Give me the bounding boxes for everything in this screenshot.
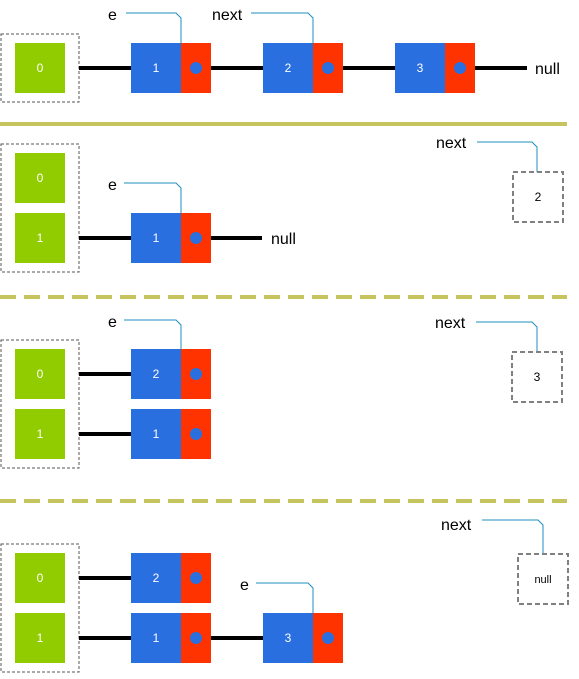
pointer-dot [190,572,202,584]
panel-4: 0 1 2 1 3 e next null [0,517,569,673]
pointer-dot [190,62,202,74]
bucket-cell [15,153,65,203]
node-value-cell [131,213,181,263]
node-value: 1 [153,631,160,645]
e-callout-line [126,12,182,43]
divider-solid [0,122,567,126]
panel-1: 0 1 2 3 null e next [0,7,560,103]
bucket-index: 1 [37,231,44,245]
node-value: 1 [153,231,160,245]
bucket-array-frame [0,339,80,469]
next-callout-line [251,12,314,43]
next-callout-line [482,519,544,554]
bucket-cell [15,553,65,603]
pointer-dot [190,632,202,644]
next-callout-line [477,141,538,172]
next-label: next [436,135,467,152]
node-value: 2 [153,367,160,381]
node-value-cell [263,613,313,663]
bucket-cell [15,409,65,459]
pointer-dot [322,632,334,644]
node-value: 2 [153,571,160,585]
panel-2: 0 1 1 null e next 2 [0,135,564,273]
bucket-index: 0 [37,171,44,185]
bucket-cell [15,213,65,263]
node-value: 1 [153,427,160,441]
node-value-cell [131,613,181,663]
pointer-dot [322,62,334,74]
panel-3: 0 1 2 1 e next 3 [0,314,563,469]
bucket-array-frame [0,143,80,273]
bucket-array-frame [0,543,80,673]
next-target-value: 3 [534,370,541,384]
e-callout-line [124,319,182,349]
e-label: e [108,7,117,24]
node-value-cell [131,409,181,459]
pointer-dot [190,428,202,440]
pointer-dot [190,232,202,244]
pointer-dot [190,368,202,380]
next-target-value: 2 [535,190,542,204]
bucket-index: 0 [37,367,44,381]
e-label: e [240,577,249,594]
next-target-box [517,553,569,605]
bucket-index: 1 [37,427,44,441]
bucket-index: 1 [37,631,44,645]
node-value-cell [131,43,181,93]
node-value-cell [131,349,181,399]
bucket-cell [15,43,65,93]
bucket-cell [15,613,65,663]
node-value: 3 [417,61,424,75]
bucket-cell [15,349,65,399]
next-label: next [212,7,243,24]
e-callout-line [256,582,314,613]
node-value: 3 [285,631,292,645]
next-label: next [441,517,472,534]
node-value: 2 [285,61,292,75]
null-label: null [271,231,296,248]
node-value-cell [263,43,313,93]
node-value-cell [131,553,181,603]
pointer-dot [454,62,466,74]
bucket-index: 0 [37,61,44,75]
node-value: 1 [153,61,160,75]
node-value-cell [395,43,445,93]
e-label: e [108,177,117,194]
bucket-index: 0 [37,571,44,585]
next-label: next [435,315,466,332]
e-callout-line [124,182,182,213]
next-target-box [511,351,563,403]
null-label: null [535,61,560,78]
next-target-value: null [534,574,551,586]
next-callout-line [476,321,538,352]
e-label: e [108,314,117,331]
next-target-box [512,171,564,223]
